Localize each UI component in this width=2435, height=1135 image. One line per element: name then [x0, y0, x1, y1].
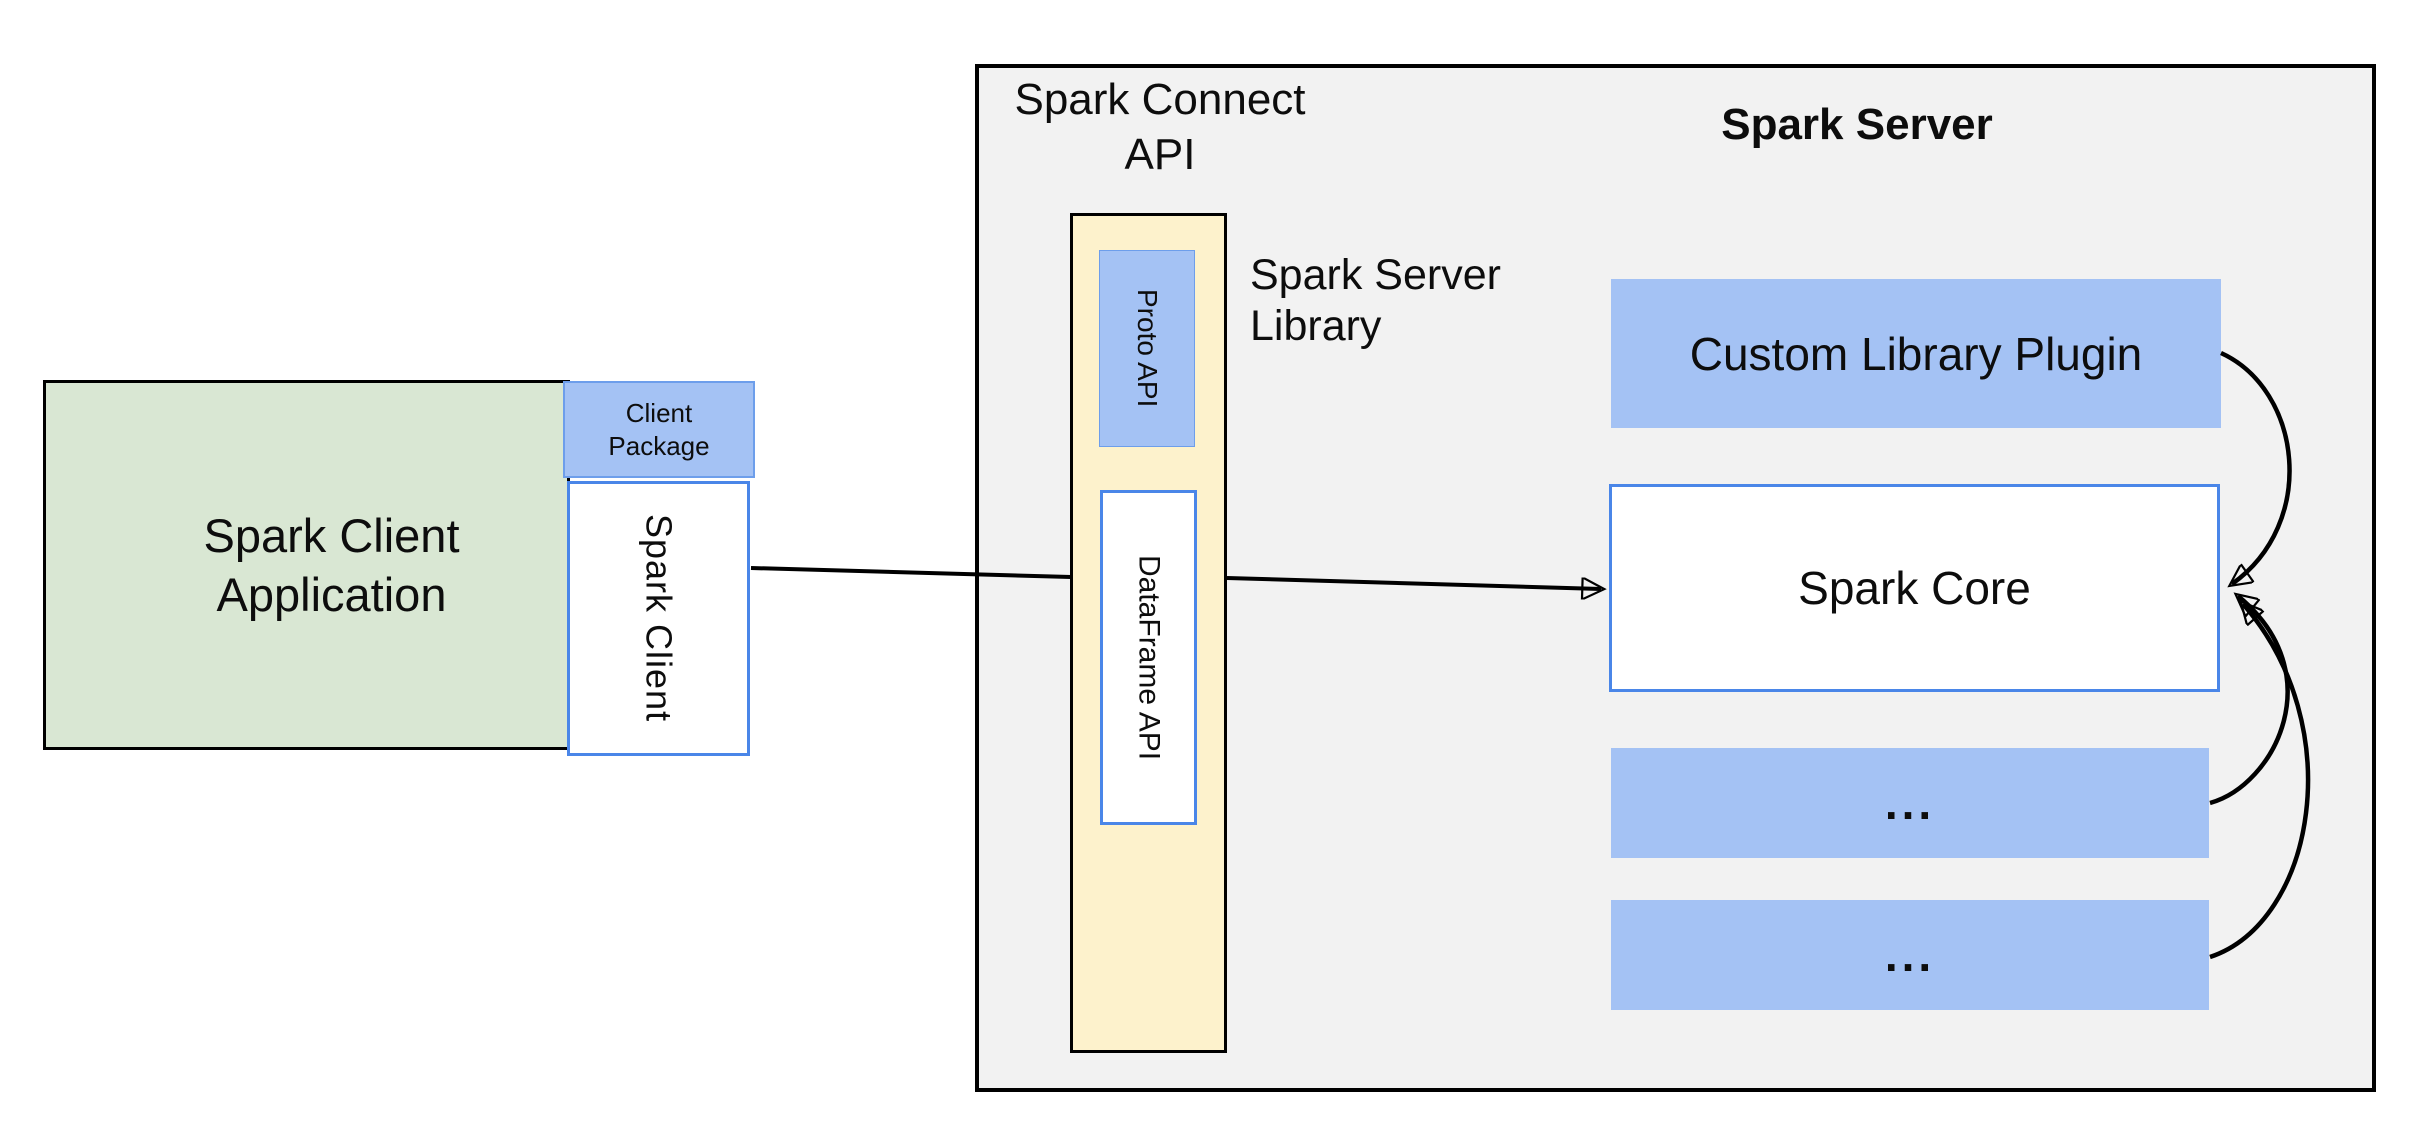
- spark-server-title: Spark Server: [1721, 100, 1993, 149]
- spark-core-label: Spark Core: [1798, 562, 2031, 614]
- spark-client-application-box: Spark Client Application: [43, 380, 570, 750]
- spark-server-library-label: Spark Server Library: [1250, 251, 1501, 350]
- spark-core-box: Spark Core: [1609, 484, 2220, 692]
- client-package-box: Client Package: [563, 381, 755, 478]
- spark-connect-api-label: Spark Connect API: [1014, 75, 1306, 179]
- proto-api-label: Proto API: [1132, 289, 1163, 408]
- spark-client-application-label: Spark Client Application: [203, 509, 460, 621]
- plugin-placeholder-2-label: ...: [1884, 929, 1936, 981]
- plugin-placeholder-1-label: ...: [1884, 777, 1936, 829]
- plugin-placeholder-box-1: ...: [1611, 748, 2209, 858]
- custom-library-plugin-box: Custom Library Plugin: [1611, 279, 2221, 428]
- spark-client-label: Spark Client: [638, 514, 680, 723]
- dataframe-api-box: DataFrame API: [1100, 490, 1197, 825]
- proto-api-box: Proto API: [1099, 250, 1195, 447]
- custom-library-plugin-label: Custom Library Plugin: [1689, 327, 2143, 380]
- spark-client-box: Spark Client: [567, 481, 750, 756]
- client-package-label: Client Package: [608, 397, 710, 461]
- dataframe-api-label: DataFrame API: [1132, 554, 1166, 761]
- plugin-placeholder-box-2: ...: [1611, 900, 2209, 1010]
